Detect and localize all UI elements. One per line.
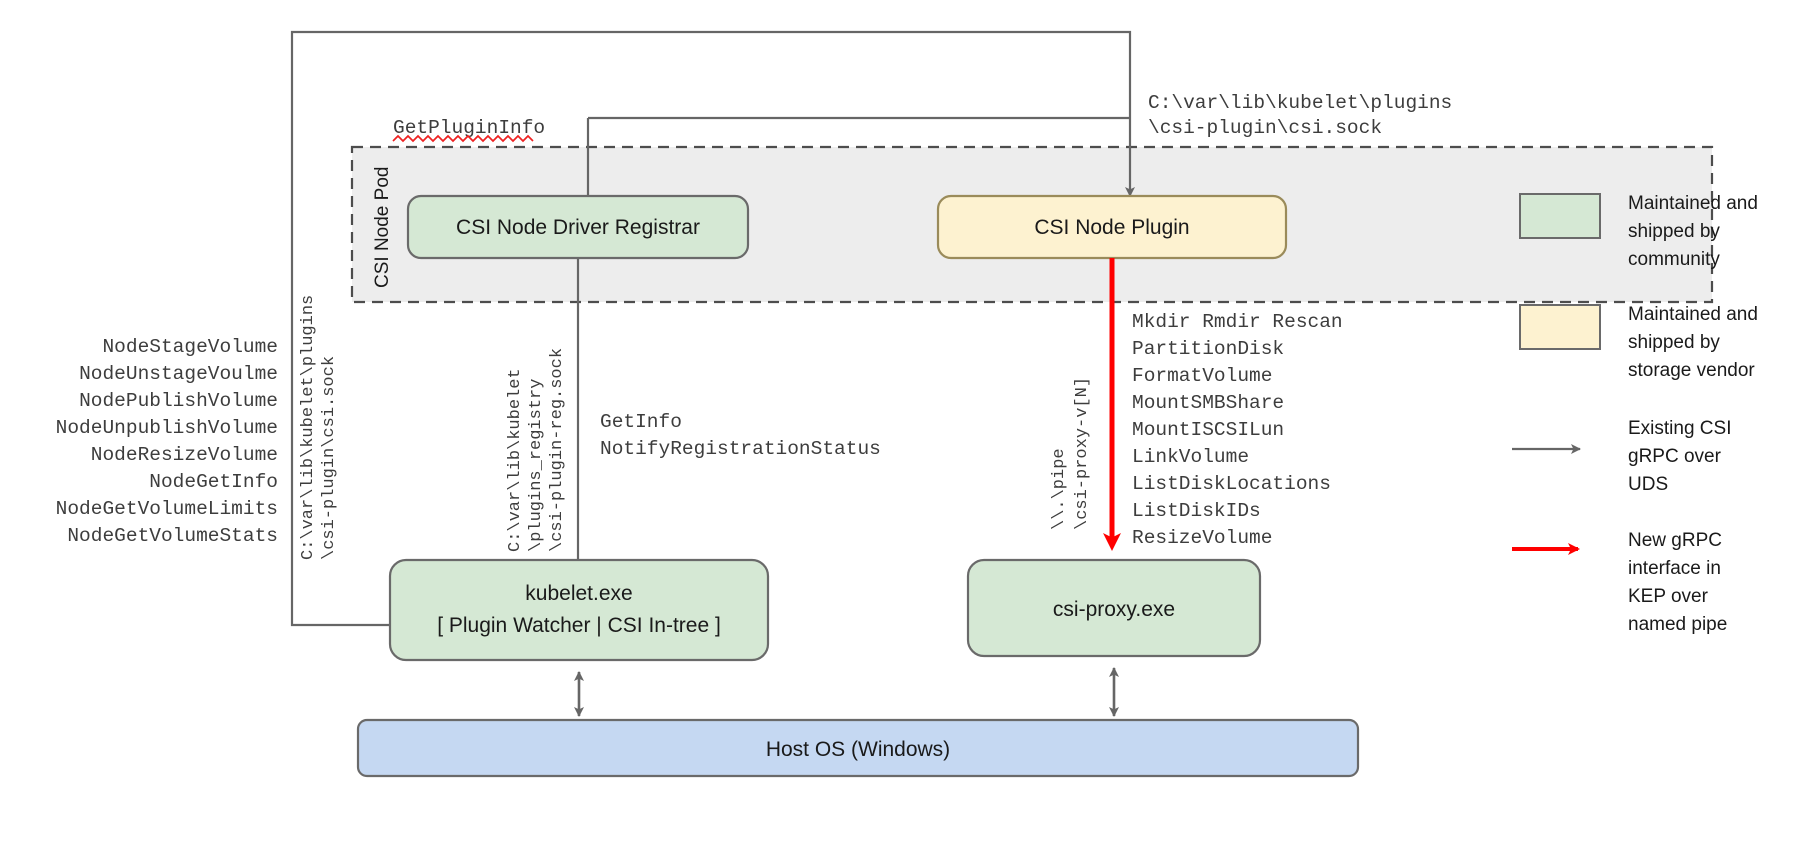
uds-route-node-service-path [290, 30, 1132, 627]
csi-node-plugin-label: CSI Node Plugin [1034, 216, 1189, 239]
node-service-call-1: NodeUnstageVoulme [79, 363, 278, 385]
legend-vendor-line-1: Maintained and [1628, 304, 1758, 325]
vertical-label-kubelet-csi-sock-line-2: \csi-plugin\csi.sock [320, 356, 339, 560]
kubelet-exe-rect[interactable] [388, 558, 770, 662]
legend-vendor-line-2: shipped by [1628, 332, 1720, 353]
legend-item-community: Maintained and shipped by community [1519, 193, 1758, 270]
legend-community-line-1: Maintained and [1628, 193, 1758, 214]
plugin-socket-path-label: C:\var\lib\kubelet\plugins \csi-plugin\c… [1148, 92, 1452, 139]
legend: Maintained and shipped by community Main… [1512, 193, 1758, 635]
proxy-api-calls-list: Mkdir Rmdir Rescan PartitionDisk FormatV… [1132, 311, 1343, 549]
kubelet-exe-label-line-2: [ Plugin Watcher | CSI In-tree ] [437, 614, 721, 637]
csi-node-plugin-box[interactable]: CSI Node Plugin [936, 194, 1288, 260]
proxy-api-call-6: ListDiskLocations [1132, 473, 1331, 495]
legend-existing-grpc-line-3: UDS [1628, 474, 1668, 495]
legend-existing-grpc-line-2: gRPC over [1628, 446, 1722, 467]
proxy-api-call-4: MountISCSILun [1132, 419, 1284, 441]
host-os-box[interactable]: Host OS (Windows) [356, 718, 1360, 778]
legend-new-grpc-line-4: named pipe [1628, 614, 1727, 635]
csi-node-driver-registrar-rect[interactable] [406, 194, 750, 260]
vertical-label-plugins-registry-line-1: C:\var\lib\kubelet [506, 368, 525, 552]
csi-proxy-exe-box[interactable]: csi-proxy.exe [966, 558, 1262, 658]
legend-new-grpc-line-3: KEP over [1628, 586, 1709, 607]
legend-new-grpc-line-2: interface in [1628, 558, 1721, 579]
legend-existing-grpc-line-1: Existing CSI [1628, 418, 1731, 439]
csi-node-driver-registrar-label: CSI Node Driver Registrar [456, 216, 700, 239]
proxy-api-call-1: PartitionDisk [1132, 338, 1284, 360]
node-service-call-6: NodeGetVolumeLimits [56, 498, 278, 520]
vertical-label-named-pipe-line-1: \\.\pipe [1050, 448, 1069, 530]
proxy-api-call-2: FormatVolume [1132, 365, 1272, 387]
uds-route-get-plugin-info [586, 116, 1130, 210]
uds-route-node-service [290, 30, 1132, 627]
plugin-socket-path-line-1: C:\var\lib\kubelet\plugins [1148, 92, 1452, 114]
legend-item-new-grpc: New gRPC interface in KEP over named pip… [1512, 530, 1727, 635]
registrar-call-0: GetInfo [600, 411, 682, 433]
legend-vendor-line-3: storage vendor [1628, 360, 1755, 381]
vertical-label-kubelet-csi-sock-line-1: C:\var\lib\kubelet\plugins [299, 295, 318, 560]
vertical-label-named-pipe: \\.\pipe \csi-proxy-v[N] [1050, 377, 1092, 530]
get-plugin-info-label-group: GetPluginInfo [392, 117, 545, 143]
node-service-call-3: NodeUnpublishVolume [56, 417, 278, 439]
legend-swatch-vendor [1519, 304, 1601, 350]
proxy-api-call-5: LinkVolume [1132, 446, 1249, 468]
proxy-api-call-0: Mkdir Rmdir Rescan [1132, 311, 1343, 333]
proxy-api-call-3: MountSMBShare [1132, 392, 1284, 414]
csi-proxy-exe-label: csi-proxy.exe [1053, 598, 1175, 621]
legend-item-existing-grpc: Existing CSI gRPC over UDS [1512, 418, 1731, 495]
node-service-call-5: NodeGetInfo [149, 471, 278, 493]
proxy-api-call-7: ListDiskIDs [1132, 500, 1261, 522]
proxy-api-call-8: ResizeVolume [1132, 527, 1272, 549]
vertical-label-named-pipe-line-2: \csi-proxy-v[N] [1073, 377, 1092, 530]
legend-swatch-community [1519, 193, 1601, 239]
legend-new-grpc-line-1: New gRPC [1628, 530, 1722, 551]
legend-community-line-3: community [1628, 249, 1720, 270]
spellcheck-squiggle [392, 134, 534, 143]
get-plugin-info-label: GetPluginInfo [393, 117, 545, 139]
kubelet-exe-label-line-1: kubelet.exe [525, 582, 632, 605]
legend-community-line-2: shipped by [1628, 221, 1720, 242]
registrar-calls-list: GetInfo NotifyRegistrationStatus [600, 411, 881, 460]
node-service-call-0: NodeStageVolume [102, 336, 278, 358]
node-service-call-7: NodeGetVolumeStats [67, 525, 278, 547]
csi-node-driver-registrar-box[interactable]: CSI Node Driver Registrar [406, 194, 750, 260]
vertical-label-kubelet-csi-sock: C:\var\lib\kubelet\plugins \csi-plugin\c… [299, 295, 339, 560]
legend-item-vendor: Maintained and shipped by storage vendor [1519, 304, 1758, 381]
node-service-call-4: NodeResizeVolume [91, 444, 278, 466]
vertical-label-plugins-registry-line-3: \csi-plugin-reg.sock [548, 348, 567, 552]
vertical-label-plugins-registry: C:\var\lib\kubelet \plugins_registry \cs… [506, 348, 567, 552]
host-os-rect[interactable] [356, 718, 1360, 778]
host-os-label: Host OS (Windows) [766, 738, 950, 761]
node-service-call-2: NodePublishVolume [79, 390, 278, 412]
plugin-socket-path-line-2: \csi-plugin\csi.sock [1148, 117, 1382, 139]
pod-label: CSI Node Pod [372, 167, 393, 288]
registrar-call-1: NotifyRegistrationStatus [600, 438, 881, 460]
node-service-calls-list: NodeStageVolume NodeUnstageVoulme NodePu… [56, 336, 278, 547]
vertical-label-plugins-registry-line-2: \plugins_registry [527, 379, 546, 552]
kubelet-exe-box[interactable]: kubelet.exe [ Plugin Watcher | CSI In-tr… [388, 558, 770, 662]
csi-proxy-exe-rect[interactable] [966, 558, 1262, 658]
